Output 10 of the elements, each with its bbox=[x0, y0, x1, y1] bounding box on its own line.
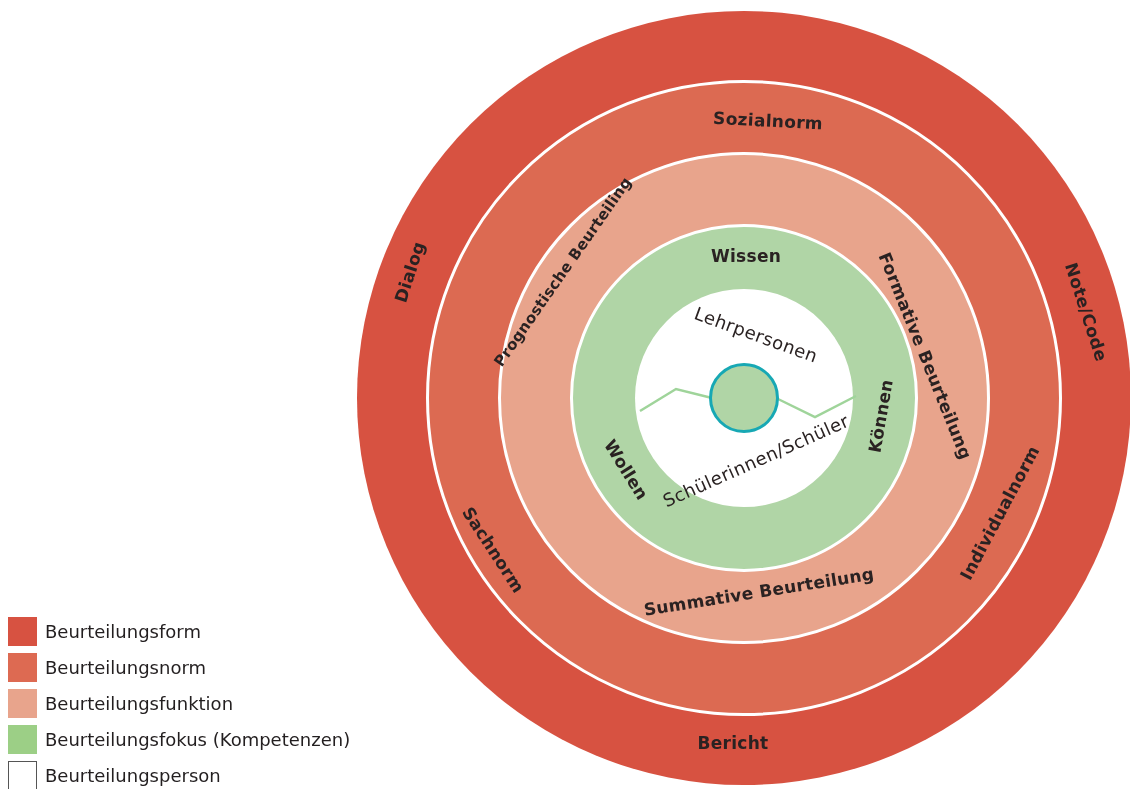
ring-label: Können bbox=[865, 377, 897, 455]
legend-label: Beurteilungsfunktion bbox=[45, 693, 234, 714]
legend-label: Beurteilungsperson bbox=[45, 765, 221, 786]
ring-label: Wissen bbox=[710, 246, 782, 266]
legend-label: Beurteilungsform bbox=[45, 621, 201, 642]
ring-label: Sozialnorm bbox=[712, 108, 824, 134]
ring-label: Bericht bbox=[697, 733, 769, 753]
ring-label: Summative Beurteilung bbox=[642, 564, 876, 620]
legend-label: Beurteilungsnorm bbox=[45, 657, 207, 678]
legend-label: Beurteilungsfokus (Kompetenzen) bbox=[45, 729, 351, 750]
